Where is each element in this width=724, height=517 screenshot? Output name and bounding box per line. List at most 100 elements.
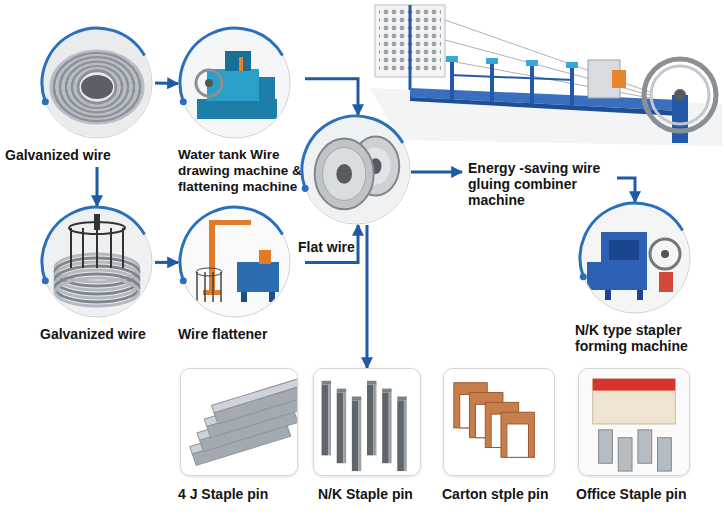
illustration-shape [322,381,331,385]
illustration-shape [212,272,214,302]
product-picture [444,369,554,475]
illustration-shape [54,53,140,121]
illustration-shape [180,207,283,281]
material-node: Galvanized wire [5,206,155,346]
illustration-shape [530,64,534,104]
node-circle [38,203,156,321]
illustration-shape [179,27,291,139]
illustration-shape [42,28,145,102]
illustration-shape [593,379,676,424]
illustration-shape [323,147,366,200]
illustration-shape [526,60,538,66]
illustration-shape [587,262,601,290]
illustration-shape [66,62,128,112]
flow-arrow [96,167,99,206]
product-photo [578,368,690,476]
illustration-shape [650,239,680,269]
illustration-shape [644,59,716,131]
illustration-shape [579,202,691,314]
illustration-shape [72,66,122,107]
illustration-shape [599,430,613,463]
machine-node: N/K type stapler forming machine [575,202,695,352]
illustration-shape [42,207,145,281]
illustration-shape [220,272,222,302]
flow-arrow [617,178,635,202]
combiner-machine-illustration [350,0,724,150]
node-caption: N/K type stapler forming machine [575,322,700,354]
illustration-shape [209,220,215,292]
illustration-shape [301,115,411,225]
illustration-shape [314,369,416,475]
illustration-shape [501,412,534,457]
illustration-shape [81,75,113,99]
illustration-shape [618,438,632,471]
illustration-shape [450,75,574,80]
product-picture [579,369,689,475]
node-picture [301,115,411,225]
illustration-shape [302,185,309,192]
product-node: 4 J Staple pin [180,368,298,476]
flow-arrow [155,82,178,86]
illustration-shape [328,385,331,456]
illustration-shape [60,58,134,117]
illustration-shape [605,290,611,300]
illustration-shape [672,95,688,143]
illustration-shape [41,27,153,139]
product-node: N/K Staple pin [313,368,421,476]
illustration-shape [75,69,119,106]
illustration-shape [301,115,411,225]
illustration-shape [237,262,279,292]
product-node: Carton stple pin [443,368,555,476]
node-caption: Wire flattener [178,326,318,342]
illustration-shape [259,250,271,264]
illustration-shape [179,206,291,318]
node-circle [176,203,294,321]
illustration-shape [70,228,72,268]
illustration-shape [180,277,187,284]
illustration-shape [204,272,206,302]
illustration-shape [367,385,374,456]
illustration-shape [42,207,152,317]
illustration-shape [486,58,498,64]
illustration-shape [382,389,391,393]
illustration-shape [180,28,283,102]
node-circle [576,199,694,317]
node-circle [176,24,294,142]
illustration-shape [96,228,98,268]
node-caption: Office Staple pin [576,486,706,502]
machine-label-node: Energy -saving wire gluing combiner mach… [462,158,617,214]
node-caption: Water tank Wire drawing machine & flatte… [178,147,312,195]
illustration-shape [658,438,672,471]
node-picture [41,206,153,318]
illustration-shape [42,28,152,138]
node-picture [41,27,153,139]
illustration-shape [41,206,153,318]
illustration-shape [214,384,297,424]
illustration-shape [659,272,673,292]
illustration-shape [507,424,529,457]
node-caption: Flat wire [298,239,368,255]
illustration-shape [445,20,650,92]
illustration-shape [225,51,251,71]
illustration-shape [593,379,676,391]
illustration-shape [209,220,251,225]
node-caption: 4 J Staple pin [178,486,308,502]
illustration-shape [374,385,377,456]
illustration-shape [601,232,647,290]
illustration-shape [389,393,392,464]
illustration-shape [322,385,329,456]
illustration-shape [196,70,222,96]
node-picture [179,27,291,139]
illustration-shape [41,27,153,139]
illustration-shape [122,228,124,268]
illustration-shape [609,240,639,260]
product-node: Office Staple pin [578,368,690,476]
illustration-shape [343,393,346,464]
flow-arrow [411,171,462,174]
illustration-shape [69,64,125,110]
illustration-shape [637,290,643,300]
illustration-shape [42,277,49,284]
illustration-shape [179,206,291,318]
illustration-shape [580,273,587,280]
illustration-shape [180,28,290,138]
